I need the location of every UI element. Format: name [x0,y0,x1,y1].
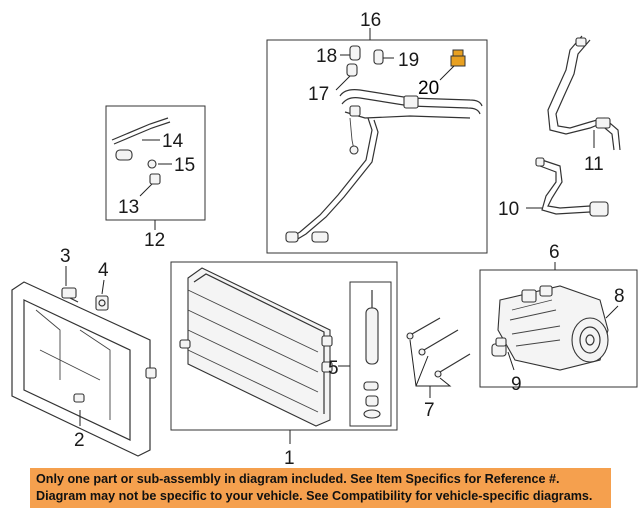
group-box-6 [479,269,638,388]
callout-3: 3 [60,246,71,267]
callout-19: 19 [398,50,419,71]
callout-15: 15 [174,155,195,176]
part-11-hose [547,35,621,151]
part-10-hose [535,157,609,217]
callout-17: 17 [308,84,329,105]
part-7-bolts [406,317,471,378]
part-20-highlighted [450,49,466,67]
callout-5: 5 [328,358,339,379]
part-19-valve-cap [373,49,384,65]
callout-8: 8 [614,286,625,307]
ac-line-assembly [285,89,483,243]
callout-9: 9 [511,374,522,395]
disclaimer-line-2: Diagram may not be specific to your vehi… [36,489,593,503]
callout-20: 20 [418,78,439,99]
callout-4: 4 [98,260,109,281]
part-3-bolt [61,287,79,303]
part-2-radiator-support [11,281,157,457]
part-1-condenser [179,267,333,427]
group-box-1 [170,261,398,431]
part-4-nut [95,295,109,311]
callout-7: 7 [424,400,435,421]
part-5-receiver-drier [363,290,381,419]
callout-18: 18 [316,46,337,67]
parts-diagram: 16 18 19 17 20 12 14 15 [11,10,638,469]
callout-10: 10 [498,199,519,220]
part-17-valve-core [346,63,358,77]
callout-2: 2 [74,430,85,451]
callout-14: 14 [162,131,184,152]
callout-16: 16 [360,10,381,31]
group-box-5 [349,281,392,427]
callout-13: 13 [118,197,139,218]
group-box-16 [266,39,488,254]
part-6-compressor [497,285,609,371]
part-9-fitting [491,337,507,357]
callout-11: 11 [584,154,604,175]
callout-1: 1 [284,448,295,469]
part-18-valve-cap [349,45,361,61]
part-15-oring [147,159,157,169]
part-13-bolt [149,173,161,185]
callout-12: 12 [144,230,165,251]
callout-6: 6 [549,242,560,263]
disclaimer-line-1: Only one part or sub-assembly in diagram… [36,472,560,486]
part-14-switch [111,117,171,161]
disclaimer-banner: Only one part or sub-assembly in diagram… [30,468,611,508]
